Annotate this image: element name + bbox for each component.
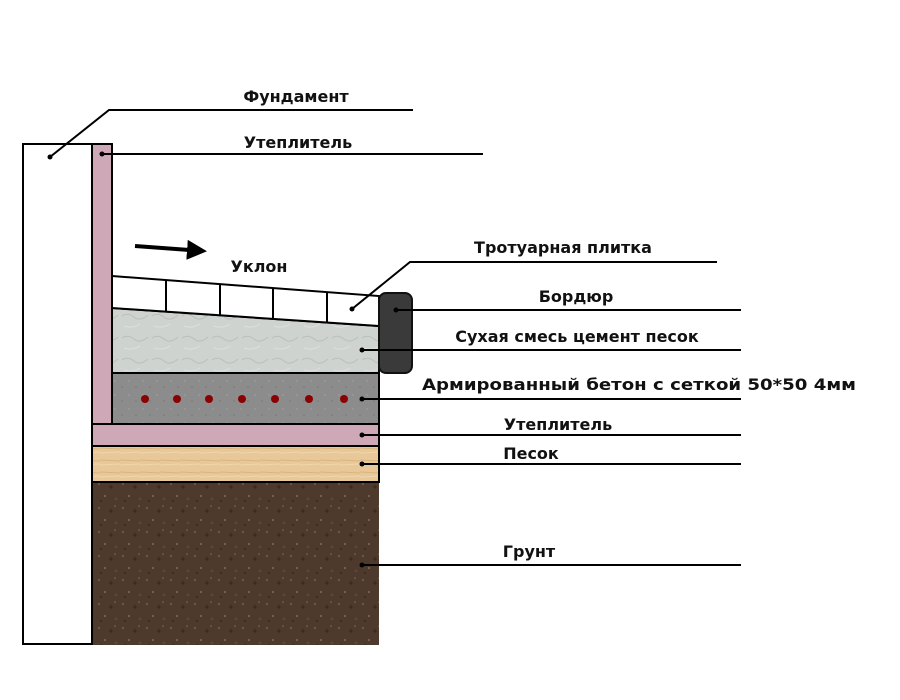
rebar-dot bbox=[141, 395, 149, 403]
rebar-dot bbox=[205, 395, 213, 403]
label-insulation-bottom: Утеплитель bbox=[504, 415, 612, 434]
leader-lines bbox=[47, 109, 741, 568]
rebar-dot bbox=[340, 395, 348, 403]
label-paving-tile: Тротуарная плитка bbox=[474, 238, 652, 257]
rebar-dot bbox=[305, 395, 313, 403]
leader-paving-tile bbox=[351, 261, 717, 310]
label-soil: Грунт bbox=[503, 542, 556, 561]
sand-layer bbox=[91, 445, 380, 483]
rebar-dot bbox=[271, 395, 279, 403]
label-foundation: Фундамент bbox=[243, 87, 349, 106]
leader-foundation bbox=[49, 109, 413, 158]
soil-layer bbox=[92, 482, 379, 645]
label-reinforced-concrete: Армированный бетон с сеткой 50*50 4мм bbox=[422, 375, 856, 394]
insulation-bottom-layer bbox=[91, 423, 380, 447]
curb-block bbox=[378, 292, 413, 374]
arrow-right-icon bbox=[134, 239, 207, 260]
label-slope: Уклон bbox=[231, 257, 288, 276]
label-sand: Песок bbox=[503, 444, 559, 463]
rebar-dot bbox=[238, 395, 246, 403]
insulation-wall-layer bbox=[91, 143, 113, 425]
rebar-mesh bbox=[141, 395, 348, 403]
rebar-dot bbox=[173, 395, 181, 403]
foundation-wall bbox=[22, 143, 93, 645]
label-insulation-wall: Утеплитель bbox=[244, 133, 352, 152]
label-dry-mix: Сухая смесь цемент песок bbox=[455, 327, 699, 346]
label-curb: Бордюр bbox=[539, 287, 614, 306]
